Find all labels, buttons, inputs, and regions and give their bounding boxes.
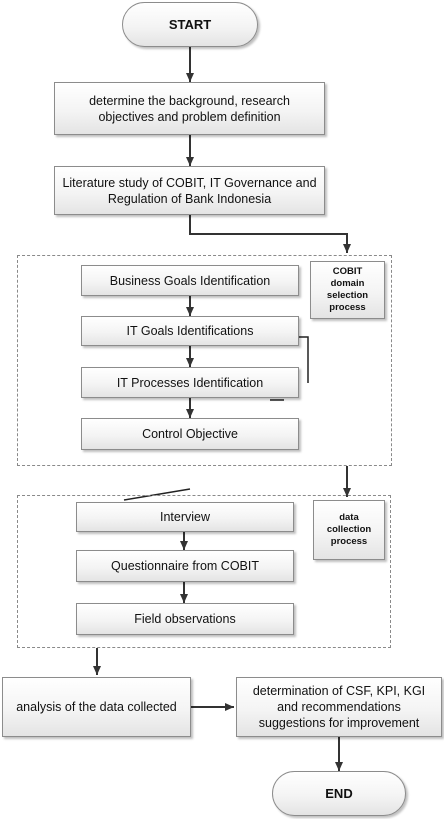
cobit-domain-group <box>17 255 392 466</box>
note-data-collection: data collection process <box>313 500 385 560</box>
step-it-goals: IT Goals Identifications <box>81 316 299 346</box>
step-it-processes: IT Processes Identification <box>81 367 299 398</box>
arrow-step2-to-cobit-group <box>189 215 351 253</box>
note-cobit-domain-selection: COBIT domain selection process <box>310 261 385 319</box>
step-business-goals: Business Goals Identification <box>81 265 299 296</box>
end-terminal: END <box>272 771 406 816</box>
start-terminal: START <box>122 2 258 47</box>
step-interview: Interview <box>76 502 294 532</box>
data-collection-group <box>17 495 391 648</box>
step-control-objective: Control Objective <box>81 418 299 450</box>
step-analysis: analysis of the data collected <box>2 677 191 737</box>
step-literature-study: Literature study of COBIT, IT Governance… <box>54 166 325 215</box>
step-field-observations: Field observations <box>76 603 294 635</box>
step-determination: determination of CSF, KPI, KGI and recom… <box>236 677 442 737</box>
tick-mark-3 <box>123 488 191 501</box>
step-questionnaire: Questionnaire from COBIT <box>76 550 294 582</box>
step-background-objectives: determine the background, research objec… <box>54 82 325 135</box>
